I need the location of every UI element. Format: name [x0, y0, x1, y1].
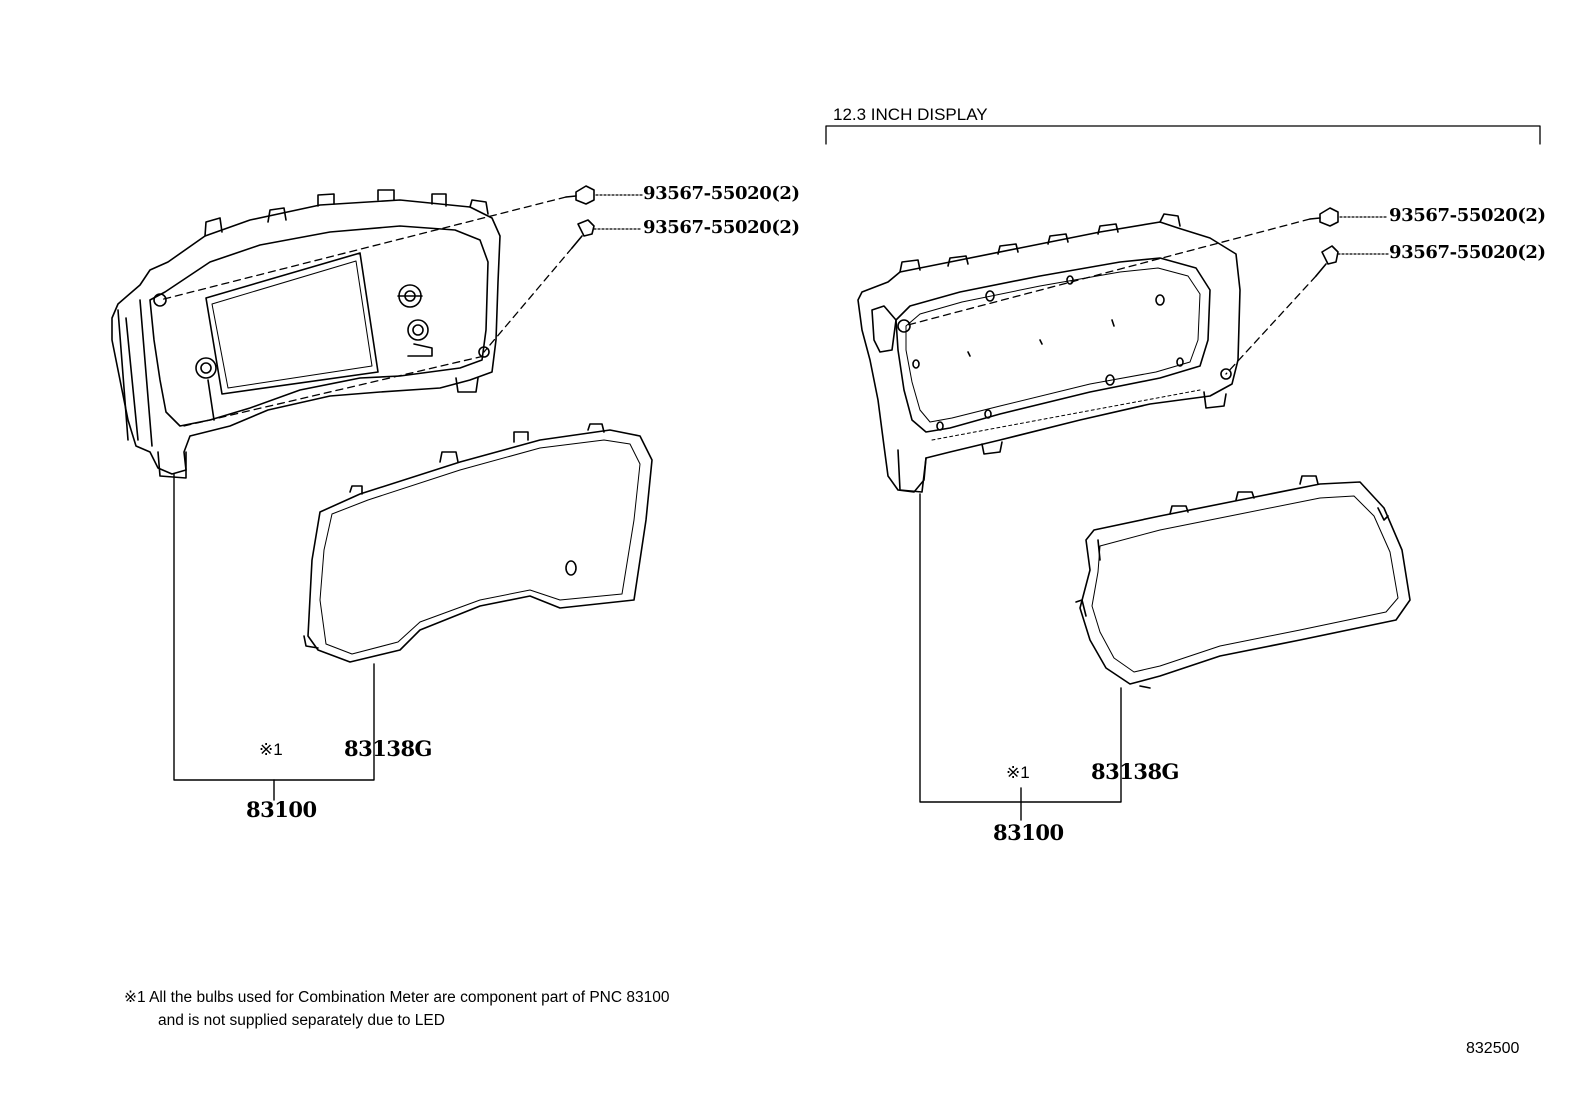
right-screw-top [1309, 207, 1339, 227]
footnote-line-1: All the bulbs used for Combination Meter… [149, 989, 670, 1006]
left-ref-mark: ※1 [259, 740, 283, 759]
left-screw-top [565, 185, 595, 205]
left-screw-bottom-label: 93567-55020(2) [643, 217, 800, 238]
left-callout-bracket [173, 473, 375, 801]
left-meter-lens [303, 423, 653, 663]
footnote: ※1 All the bulbs used for Combination Me… [124, 987, 669, 1009]
left-screw-top-label: 93567-55020(2) [643, 183, 800, 204]
right-meter-housing [857, 213, 1241, 493]
left-screw-bottom [571, 219, 595, 249]
footnote-line-2: and is not supplied separately due to LE… [158, 1012, 445, 1029]
left-assembly-part-number: 83100 [246, 797, 317, 822]
right-meter-lens [1075, 475, 1411, 689]
section-title: 12.3 INCH DISPLAY [833, 105, 988, 124]
right-screw-bottom [1315, 245, 1339, 277]
right-screw-top-label: 93567-55020(2) [1389, 205, 1546, 226]
left-lens-part-number: 83138G [344, 736, 433, 761]
right-ref-mark: ※1 [1006, 763, 1030, 782]
right-assembly-part-number: 83100 [993, 820, 1064, 845]
right-callout-bracket [919, 493, 1122, 821]
section-bracket [825, 125, 1541, 145]
left-meter-housing [111, 189, 501, 479]
right-lens-part-number: 83138G [1091, 759, 1180, 784]
right-screw-bottom-label: 93567-55020(2) [1389, 242, 1546, 263]
diagram-code: 832500 [1466, 1040, 1520, 1057]
footnote-marker: ※1 [124, 989, 146, 1006]
